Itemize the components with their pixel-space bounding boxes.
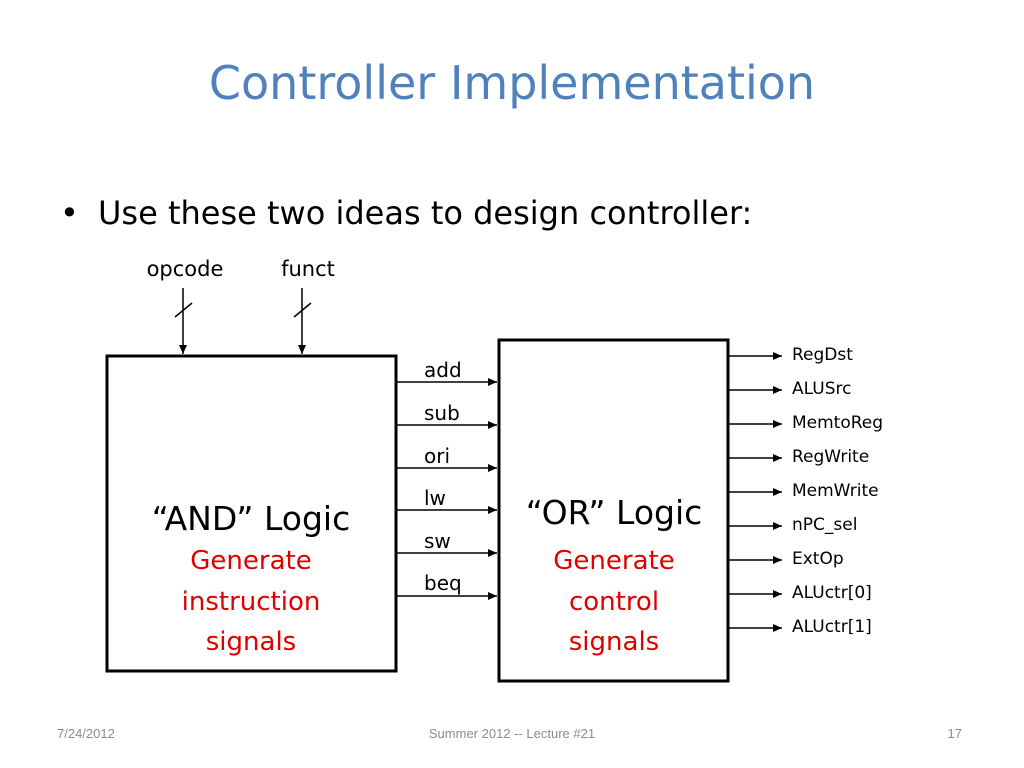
opcode-bus-slash — [174, 302, 193, 318]
or-logic-block — [497, 338, 730, 683]
instruction-signal-label: sw — [424, 529, 451, 553]
control-signal-label: ALUSrc — [792, 379, 851, 399]
footer-lecture: Summer 2012 -- Lecture #21 — [428, 726, 596, 741]
and-logic-block — [105, 354, 398, 673]
control-signal-label: ALUctr[0] — [792, 583, 872, 603]
slide-title: Controller Implementation — [208, 56, 816, 110]
input-label-opcode: opcode — [147, 257, 224, 281]
instruction-signal-label: beq — [424, 571, 462, 595]
instruction-signal-label: sub — [424, 401, 460, 425]
control-signal-label: nPC_sel — [792, 515, 857, 535]
footer-page-number: 17 — [947, 726, 962, 741]
funct-bus-slash — [293, 302, 312, 318]
and-logic-subtitle-line-1: Generate — [190, 546, 311, 576]
or-logic-subtitle-line-2: control — [569, 587, 659, 617]
and-logic-subtitle-line-3: signals — [206, 627, 296, 657]
bullet-item: • Use these two ideas to design controlle… — [60, 194, 752, 232]
control-signal-label: MemtoReg — [792, 413, 883, 433]
control-signal-label: RegWrite — [792, 447, 869, 467]
instruction-signal-label: lw — [424, 486, 446, 510]
bullet-text: Use these two ideas to design controller… — [98, 194, 753, 232]
instruction-signal-group: add sub ori lw sw beq — [396, 358, 497, 600]
or-logic-subtitle-line-3: signals — [569, 627, 659, 657]
instruction-signal-label: add — [424, 358, 462, 382]
input-label-funct: funct — [281, 257, 335, 281]
or-logic-title: “OR” Logic — [526, 493, 703, 532]
and-logic-title: “AND” Logic — [152, 499, 350, 538]
and-logic-subtitle-line-2: instruction — [182, 587, 321, 617]
control-signal-label: MemWrite — [792, 481, 879, 501]
footer-date: 7/24/2012 — [57, 726, 115, 741]
control-signal-label: RegDst — [792, 345, 853, 365]
control-signal-group: RegDst ALUSrc MemtoReg RegWrite MemWrite… — [728, 345, 883, 637]
or-logic-subtitle-line-1: Generate — [553, 546, 674, 576]
instruction-signal-label: ori — [424, 444, 450, 468]
bullet-dot-icon: • — [60, 194, 79, 232]
control-signal-label: ExtOp — [792, 549, 844, 569]
control-signal-label: ALUctr[1] — [792, 617, 872, 637]
